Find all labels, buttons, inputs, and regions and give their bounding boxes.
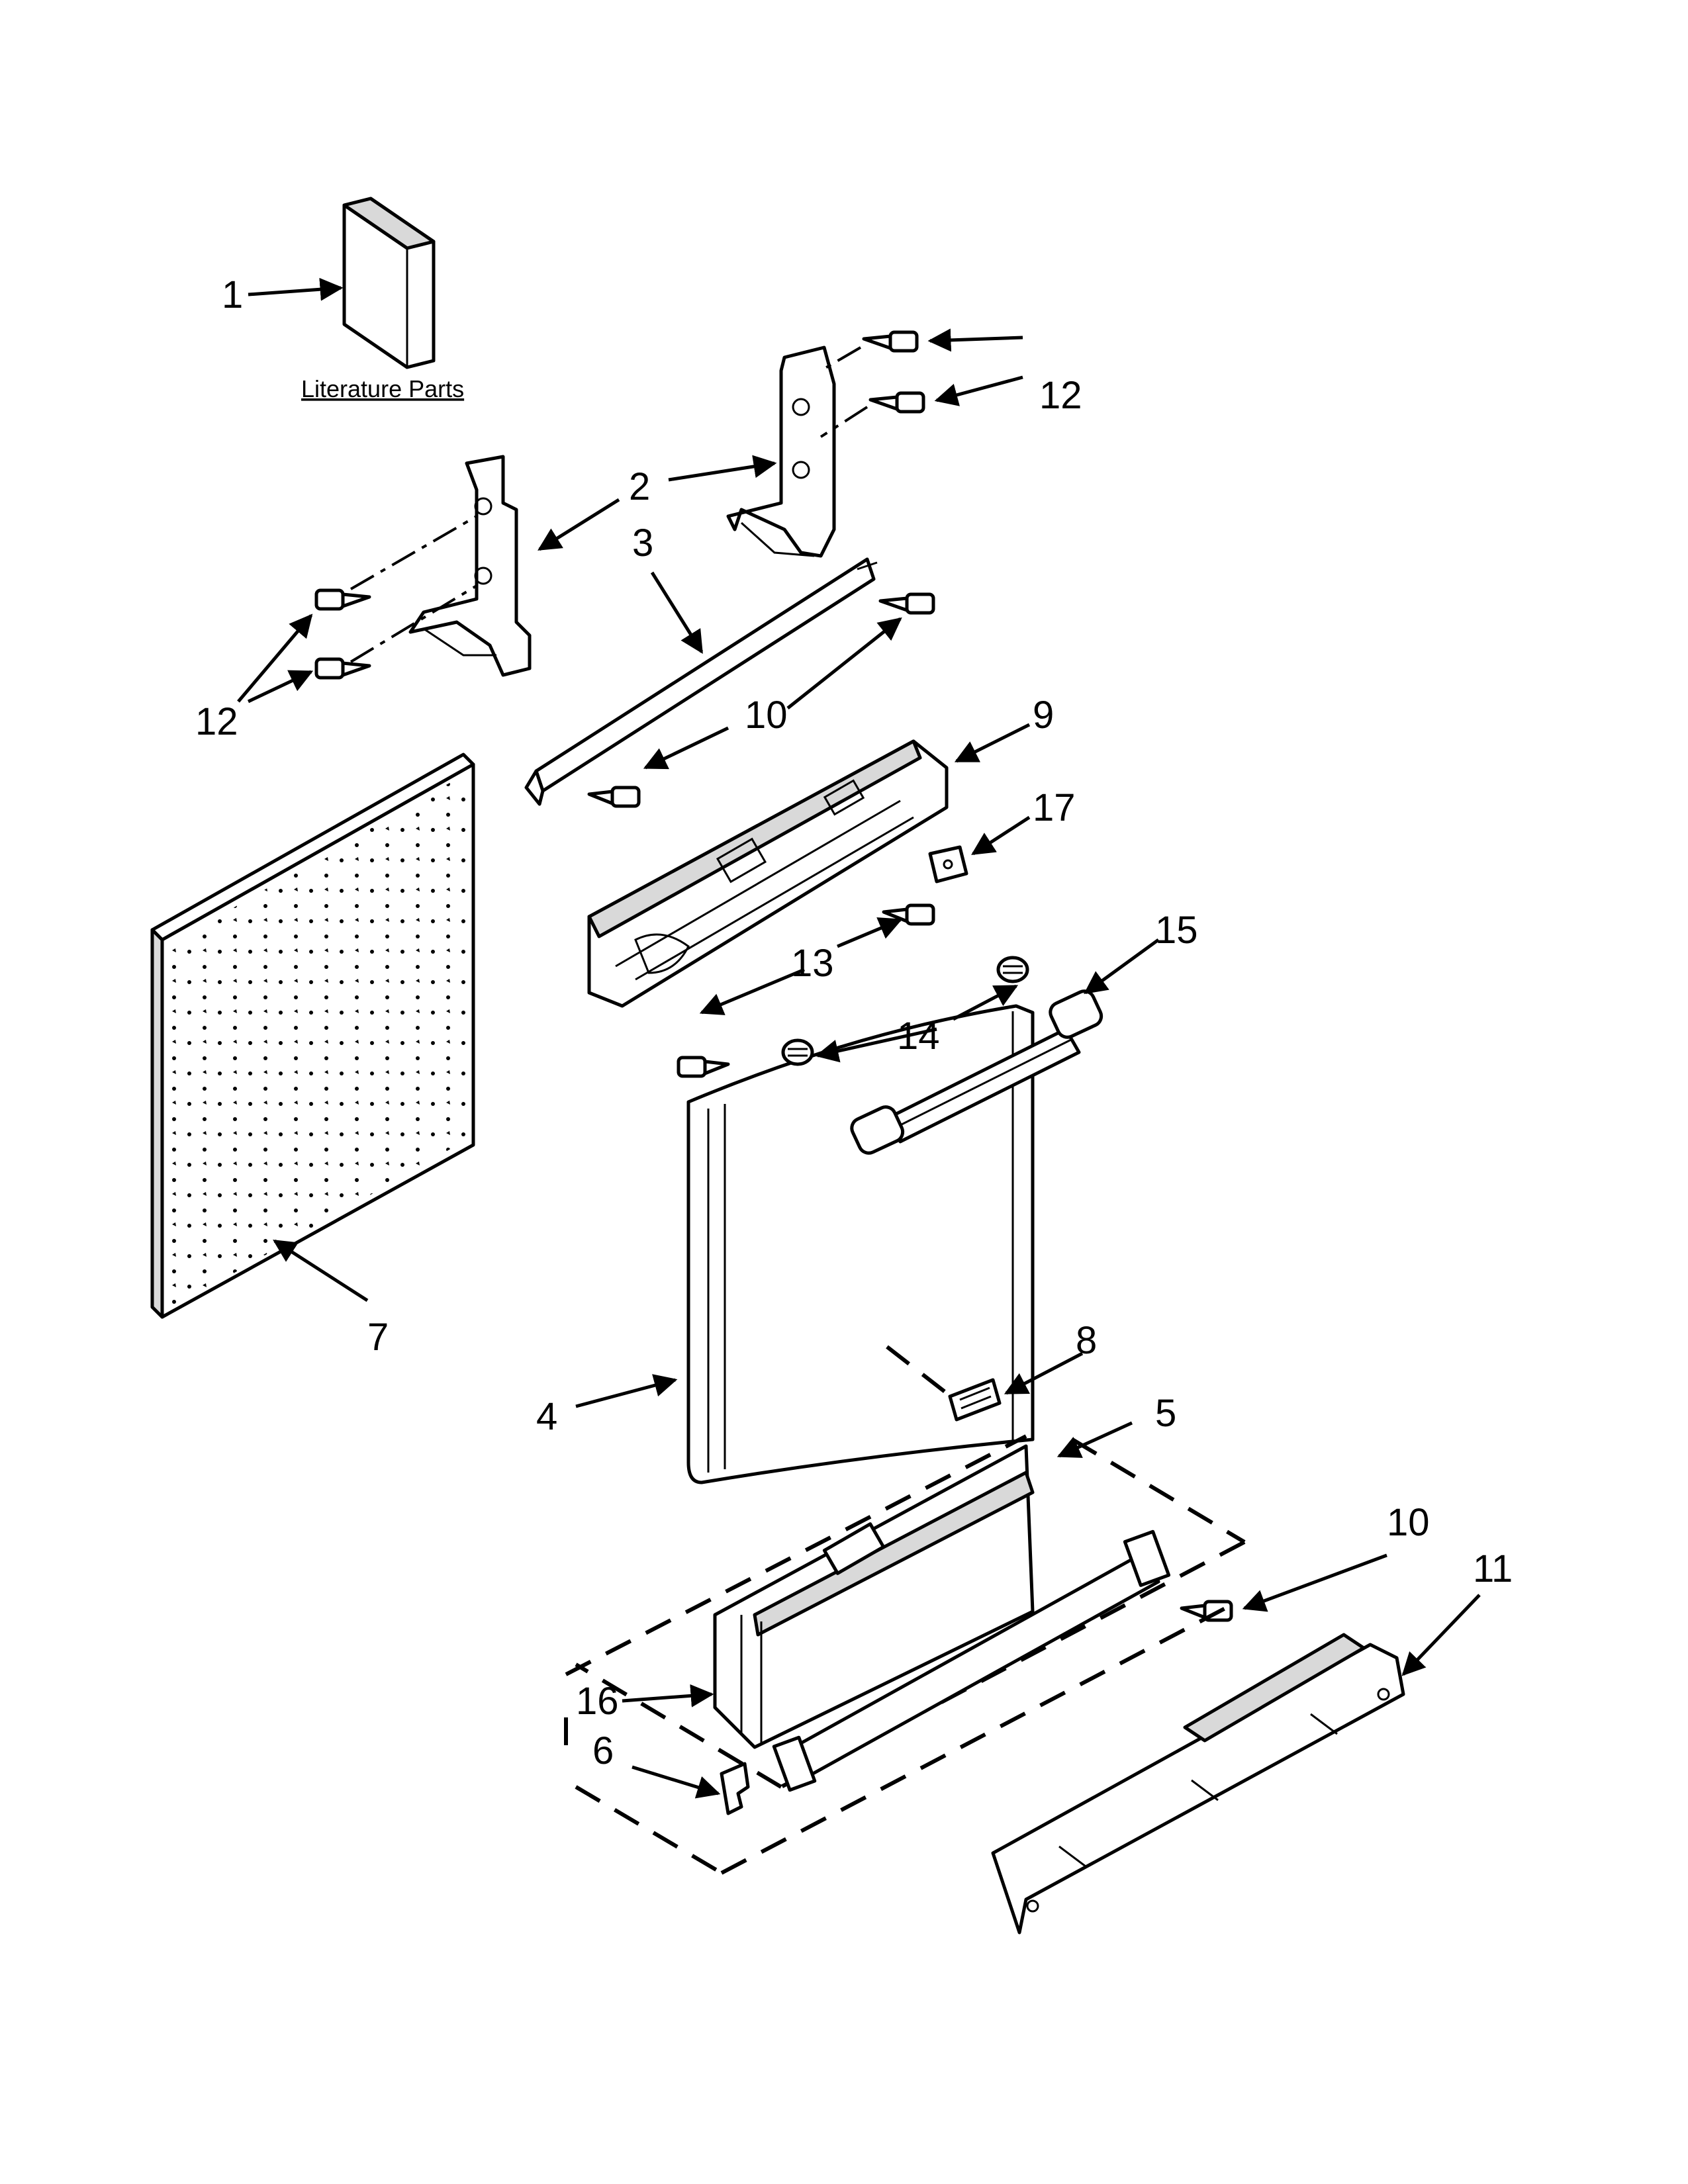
screw-13-upper (882, 903, 935, 926)
screw-10-rail-right (878, 592, 935, 615)
control-panel-assembly (587, 739, 949, 1008)
toe-panel-outline (565, 1434, 1246, 1789)
mounting-strip (772, 1529, 1171, 1792)
callout-10-lower: 10 (1387, 1501, 1430, 1544)
callout-13: 13 (791, 942, 834, 985)
kick-plate-11 (991, 1633, 1405, 1934)
hinge-bracket-right (726, 345, 836, 558)
callout-15: 15 (1155, 909, 1198, 952)
callout-10-upper: 10 (745, 694, 788, 737)
callout-17: 17 (1033, 786, 1076, 829)
insulation-panel (150, 752, 475, 1319)
callout-5: 5 (1155, 1392, 1176, 1435)
clip-17 (928, 845, 968, 884)
callout-8: 8 (1076, 1319, 1097, 1362)
screw-12-left-bottom (314, 657, 371, 680)
outer-door-panel (686, 1004, 1035, 1484)
callout-6: 6 (592, 1729, 614, 1772)
toe-panel-16 (713, 1444, 1035, 1749)
callout-12-top: 12 (1039, 374, 1082, 417)
callout-3: 3 (632, 522, 653, 565)
badge-8 (948, 1378, 1002, 1422)
leader-lines (237, 277, 1481, 1799)
handle-stud-lower (781, 1038, 814, 1066)
screw-10-rail-left (587, 786, 641, 808)
callout-7: 7 (367, 1316, 389, 1359)
callout-4: 4 (536, 1395, 557, 1438)
screw-12-right-top (862, 330, 919, 353)
handle-stud-upper (996, 956, 1029, 983)
upper-mounting-rail (524, 557, 878, 806)
literature-booklet (342, 197, 436, 369)
clip-6 (720, 1762, 750, 1815)
callout-2: 2 (629, 465, 650, 508)
callout-9: 9 (1033, 694, 1054, 737)
door-handle (850, 989, 1103, 1155)
callout-14: 14 (897, 1015, 940, 1058)
callout-11: 11 (1473, 1547, 1513, 1590)
hinge-bracket-left (408, 455, 532, 677)
screw-12-right-bottom (868, 391, 925, 414)
callout-1: 1 (222, 273, 243, 316)
screw-12-left-top (314, 588, 371, 611)
callout-12-left: 12 (195, 700, 238, 743)
screw-13-lower (677, 1056, 730, 1078)
callout-16: 16 (576, 1680, 619, 1723)
literature-parts-label: Literature Parts (301, 375, 464, 402)
